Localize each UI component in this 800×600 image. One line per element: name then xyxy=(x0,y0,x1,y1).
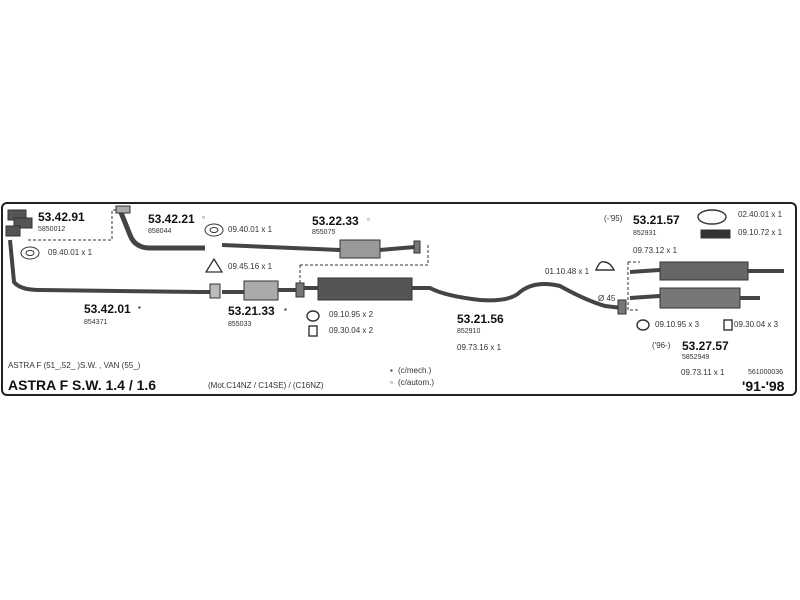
aux-pipe xyxy=(117,209,205,251)
part-code: 53.21.57 xyxy=(633,213,680,227)
middle-silencer xyxy=(317,277,413,301)
part-code: 53.27.57 xyxy=(682,339,729,353)
rubber-mount-icon xyxy=(306,310,320,322)
fitting-label: 01.10.48 x 1 xyxy=(545,267,590,276)
year-range: ('96-) xyxy=(652,341,671,350)
fitting-label: 09.73.11 x 1 xyxy=(681,368,725,377)
rear-flange xyxy=(617,299,627,315)
part-sub: 5852949 xyxy=(682,354,710,361)
fitting-label: 09.40.01 x 1 xyxy=(48,248,93,257)
model-title: ASTRA F S.W. 1.4 / 1.6 xyxy=(8,377,157,393)
tip-ring-icon xyxy=(697,209,727,225)
mid-pipe xyxy=(412,282,623,310)
auto-mark: ▫ xyxy=(367,215,370,224)
fitting-label: 09.40.01 x 1 xyxy=(228,225,273,234)
cat2-flange xyxy=(295,282,305,298)
reference-number: 561000036 xyxy=(748,369,784,376)
clamp-icon xyxy=(715,229,731,239)
fitting-label: 09.10.72 x 1 xyxy=(738,228,783,237)
gasket-ring-inner xyxy=(25,250,35,256)
part-code: 53.21.56 xyxy=(457,312,504,326)
part-code: 53.42.01 xyxy=(84,302,131,316)
fitting-label: 09.10.95 x 3 xyxy=(655,320,700,329)
part-sub: 5850012 xyxy=(38,226,66,233)
bracket-icon xyxy=(723,319,733,331)
aux-pipe-flange xyxy=(115,205,131,214)
dashed-link xyxy=(627,261,640,311)
mech-mark: ▪ xyxy=(138,303,141,312)
bracket-icon xyxy=(308,325,318,337)
cat-outlet-pipe xyxy=(379,245,416,252)
pipe-flange xyxy=(209,283,221,299)
part-code: 53.22.33 xyxy=(312,214,359,228)
part-code: 53.42.21 xyxy=(148,212,195,226)
part-sub: 855033 xyxy=(228,321,252,328)
legend-auto-mark: ▫ xyxy=(390,378,393,387)
cat-flange xyxy=(413,240,421,254)
rear-pipe-1 xyxy=(629,268,661,274)
fitting-label: Ø 45 xyxy=(598,294,616,303)
mech-mark: ▪ xyxy=(284,305,287,314)
part-sub: 854371 xyxy=(84,319,108,326)
part-code: 53.21.33 xyxy=(228,304,275,318)
fitting-label: 09.73.16 x 1 xyxy=(457,343,502,352)
legend-mech: (c/mech.) xyxy=(398,366,432,375)
fitting-label: 09.30.04 x 3 xyxy=(734,320,779,329)
legend-auto: (c/autom.) xyxy=(398,378,435,387)
front-pipe xyxy=(8,239,210,294)
catalytic-converter xyxy=(339,239,381,259)
year-range-title: '91-'98 xyxy=(742,378,785,394)
fitting-label: 09.45.16 x 1 xyxy=(228,262,273,271)
rear-muffler-2 xyxy=(659,287,741,309)
rubber-mount-icon xyxy=(636,319,650,331)
part-code: 53.42.91 xyxy=(38,210,85,224)
legend-mech-mark: ▪ xyxy=(390,366,393,375)
vehicle-variants: ASTRA F (51_,52_ )S.W. , VAN (55_) xyxy=(8,361,141,370)
fitting-label: 09.73.12 x 1 xyxy=(633,246,678,255)
year-range: (-'95) xyxy=(604,214,623,223)
gasket-ring xyxy=(204,223,224,237)
engine-codes: (Mot.C14NZ / C14SE) / (C16NZ) xyxy=(208,381,324,390)
fitting-label: 02.40.01 x 1 xyxy=(738,210,783,219)
hanger-icon xyxy=(594,260,616,271)
gasket-ring xyxy=(20,246,40,260)
manifold-part xyxy=(5,209,33,237)
part-sub: 852910 xyxy=(457,328,481,335)
rear-pipe-2 xyxy=(629,294,661,300)
catalytic-converter-2 xyxy=(243,280,279,301)
fitting-label: 09.30.04 x 2 xyxy=(329,326,374,335)
part-sub: 858044 xyxy=(148,228,172,235)
fitting-label: 09.10.95 x 2 xyxy=(329,310,374,319)
rear-muffler-1 xyxy=(659,261,749,281)
auto-mark: ▫ xyxy=(202,213,205,222)
cat-inlet-pipe xyxy=(221,243,341,252)
part-sub: 852931 xyxy=(633,230,657,237)
part-sub: 855075 xyxy=(312,229,336,236)
gasket-ring-inner xyxy=(209,227,219,233)
clamp-icon xyxy=(700,229,716,239)
clamp-triangle xyxy=(204,257,224,273)
